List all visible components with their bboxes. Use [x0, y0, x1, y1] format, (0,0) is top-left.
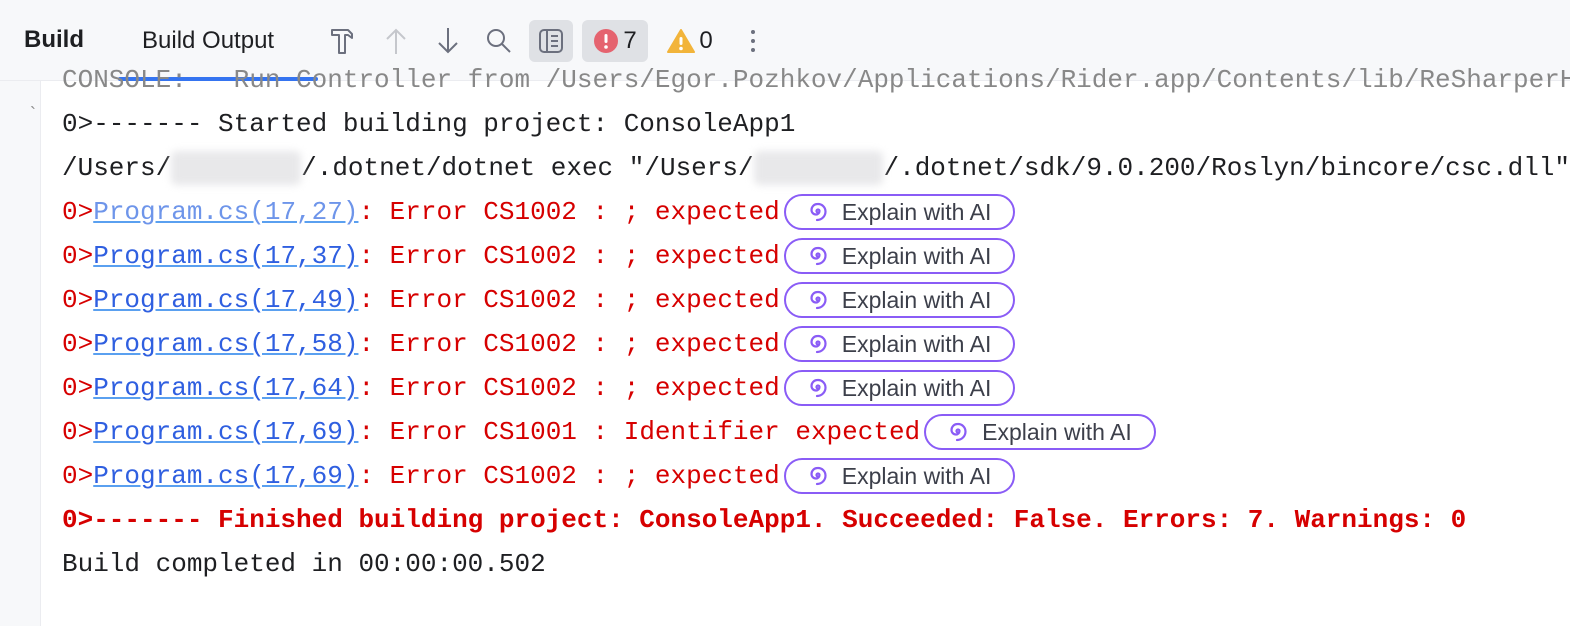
build-toolbar: Build Build Output 7 0 — [0, 0, 1570, 81]
tab-label: Build Output — [142, 27, 275, 54]
explain-label: Explain with AI — [841, 243, 992, 269]
redacted-username — [171, 151, 302, 185]
console-line-exec: /Users//.dotnet/dotnet exec "/Users//.do… — [62, 151, 1570, 185]
toggle-tree-view-icon[interactable] — [529, 20, 573, 62]
error-prefix: 0> — [62, 373, 94, 403]
console-line: 0>------- Started building project: Cons… — [62, 109, 796, 139]
error-message: : Error CS1002 : ; expected — [358, 329, 780, 359]
explain-label: Explain with AI — [841, 375, 992, 401]
explain-label: Explain with AI — [841, 287, 992, 313]
more-options-icon[interactable] — [740, 20, 766, 62]
errors-filter-button[interactable]: 7 — [582, 20, 648, 62]
error-line: 0>Program.cs(17,69): Error CS1001 : Iden… — [62, 410, 1570, 454]
error-prefix: 0> — [62, 417, 94, 447]
build-hammer-icon[interactable] — [324, 20, 360, 62]
error-file-link[interactable]: Program.cs(17,64) — [93, 373, 359, 403]
error-message: : Error CS1002 : ; expected — [358, 241, 780, 271]
error-prefix: 0> — [62, 285, 94, 315]
error-file-link[interactable]: Program.cs(17,69) — [93, 417, 359, 447]
explain-with-ai-button[interactable]: Explain with AI — [783, 458, 1016, 494]
error-line: 0>Program.cs(17,37): Error CS1002 : ; ex… — [62, 234, 1570, 278]
error-line: 0>Program.cs(17,27): Error CS1002 : ; ex… — [62, 190, 1570, 234]
ai-spiral-icon — [810, 466, 827, 486]
explain-label: Explain with AI — [841, 463, 992, 489]
explain-label: Explain with AI — [841, 331, 992, 357]
ai-spiral-icon — [810, 378, 827, 398]
warning-count: 0 — [699, 27, 713, 54]
tab-selected-indicator — [118, 77, 318, 81]
explain-with-ai-button[interactable]: Explain with AI — [783, 238, 1016, 274]
ai-spiral-icon — [950, 422, 967, 442]
warning-icon — [667, 29, 696, 53]
tab-build-output[interactable]: Build Output — [118, 0, 318, 81]
error-line: 0>Program.cs(17,58): Error CS1002 : ; ex… — [62, 322, 1570, 366]
explain-with-ai-button[interactable]: Explain with AI — [783, 194, 1016, 230]
ai-spiral-icon — [810, 334, 827, 354]
previous-arrow-up-icon[interactable] — [380, 20, 412, 62]
console-line-finished: 0>------- Finished building project: Con… — [62, 505, 1467, 535]
redacted-username — [753, 151, 884, 185]
error-message: : Error CS1001 : Identifier expected — [358, 417, 921, 447]
console-line-completed: Build completed in 00:00:00.502 — [62, 549, 546, 579]
error-message: : Error CS1002 : ; expected — [358, 285, 780, 315]
console-gutter — [0, 81, 41, 626]
error-message: : Error CS1002 : ; expected — [358, 197, 780, 227]
error-file-link[interactable]: Program.cs(17,69) — [93, 461, 359, 491]
ai-spiral-icon — [810, 290, 827, 310]
warnings-filter-button[interactable]: 0 — [660, 20, 720, 62]
error-file-link[interactable]: Program.cs(17,58) — [93, 329, 359, 359]
build-output-console[interactable]: CONSOLE: Run Controller from /Users/Egor… — [62, 58, 1570, 586]
tool-window-title: Build — [24, 26, 84, 53]
explain-with-ai-button[interactable]: Explain with AI — [783, 282, 1016, 318]
explain-with-ai-button[interactable]: Explain with AI — [783, 326, 1016, 362]
ai-spiral-icon — [810, 202, 827, 222]
search-icon[interactable] — [482, 20, 516, 62]
error-prefix: 0> — [62, 461, 94, 491]
next-arrow-down-icon[interactable] — [432, 20, 464, 62]
console-line: CONSOLE: Run Controller from /Users/Egor… — [62, 65, 1570, 95]
fold-icon[interactable]: ` — [30, 104, 36, 124]
error-prefix: 0> — [62, 197, 94, 227]
error-icon — [594, 29, 619, 53]
error-line: 0>Program.cs(17,69): Error CS1002 : ; ex… — [62, 454, 1570, 498]
ai-spiral-icon — [810, 246, 827, 266]
explain-label: Explain with AI — [841, 199, 992, 225]
error-lines: 0>Program.cs(17,27): Error CS1002 : ; ex… — [62, 190, 1570, 498]
error-message: : Error CS1002 : ; expected — [358, 373, 780, 403]
explain-label: Explain with AI — [982, 419, 1132, 445]
explain-with-ai-button[interactable]: Explain with AI — [924, 414, 1156, 450]
error-prefix: 0> — [62, 329, 94, 359]
error-file-link[interactable]: Program.cs(17,27) — [93, 197, 359, 227]
error-line: 0>Program.cs(17,49): Error CS1002 : ; ex… — [62, 278, 1570, 322]
error-file-link[interactable]: Program.cs(17,49) — [93, 285, 359, 315]
explain-with-ai-button[interactable]: Explain with AI — [783, 370, 1016, 406]
error-prefix: 0> — [62, 241, 94, 271]
error-message: : Error CS1002 : ; expected — [358, 461, 780, 491]
error-line: 0>Program.cs(17,64): Error CS1002 : ; ex… — [62, 366, 1570, 410]
error-file-link[interactable]: Program.cs(17,37) — [93, 241, 359, 271]
error-count: 7 — [623, 27, 637, 54]
